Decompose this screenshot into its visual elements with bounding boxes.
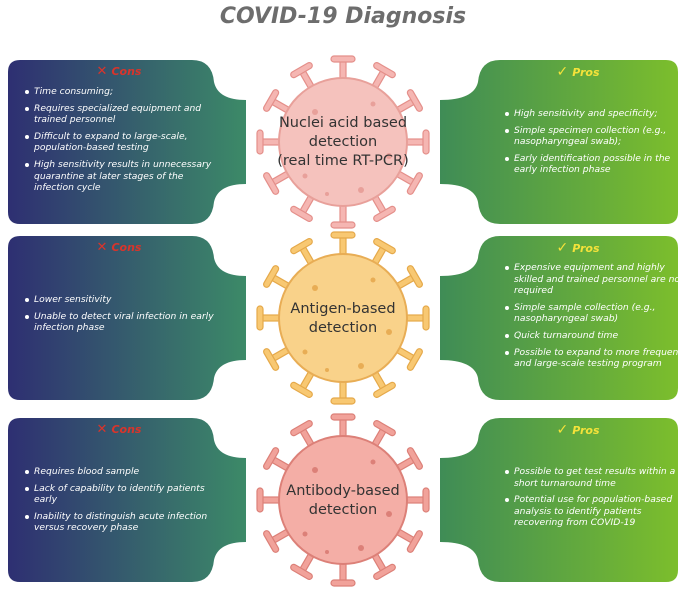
method-name-line: Antibody-based — [286, 483, 400, 499]
virus-icon — [256, 413, 430, 587]
cons-header: ✕Cons — [8, 64, 230, 79]
method-name-line: (real time RT-PCR) — [277, 153, 409, 169]
virus-spikes — [256, 55, 430, 229]
check-icon: ✓ — [556, 240, 569, 256]
pros-panel-shape — [440, 418, 678, 582]
diagram-title: COVID-19 Diagnosis — [219, 4, 467, 29]
pros-panel: ✓Pros High sensitivity and specificity; … — [478, 52, 678, 232]
pros-item: Possible to get test results within a sh… — [505, 466, 686, 489]
pros-label: Pros — [572, 66, 600, 79]
cons-list: Lower sensitivity Unable to detect viral… — [22, 294, 222, 339]
cons-item: Unable to detect viral infection in earl… — [25, 311, 222, 334]
row-background — [8, 418, 678, 582]
pros-item: High sensitivity and specificity; — [505, 108, 686, 120]
cons-panel: ✕Cons Requires blood sample Lack of capa… — [8, 410, 230, 590]
cons-panel-shape — [8, 418, 246, 582]
method-name: Nuclei acid based detection (real time R… — [263, 114, 423, 171]
pros-list: Possible to get test results within a sh… — [502, 466, 686, 534]
pros-list: High sensitivity and specificity; Simple… — [502, 108, 686, 181]
cons-item: Lack of capability to identify patients … — [25, 483, 222, 506]
pros-header: ✓Pros — [478, 240, 678, 256]
method-row-antibody: ✕Cons Requires blood sample Lack of capa… — [0, 410, 686, 590]
pros-header: ✓Pros — [478, 422, 678, 438]
virus-icon — [256, 231, 430, 405]
method-name: Antibody-based detection — [263, 482, 423, 520]
cons-list: Requires blood sample Lack of capability… — [22, 466, 222, 539]
cons-panel-shape — [8, 236, 246, 400]
pros-list: Expensive equipment and highly skilled a… — [502, 262, 686, 375]
cross-icon: ✕ — [96, 240, 108, 255]
method-name-line: detection — [308, 320, 378, 336]
pros-item: Early identification possible in the ear… — [505, 153, 686, 176]
pros-panel-shape — [440, 60, 678, 224]
pros-item: Quick turnaround time — [505, 330, 686, 342]
cons-item: Time consuming; — [25, 86, 222, 98]
virus-body — [278, 435, 408, 565]
pros-item: Simple sample collection (e.g., nasophar… — [505, 302, 686, 325]
pros-item: Potential use for population-based analy… — [505, 494, 686, 529]
method-row-nucleic-acid: ✕Cons Time consuming; Requires specializ… — [0, 52, 686, 232]
cons-panel: ✕Cons Time consuming; Requires specializ… — [8, 52, 230, 232]
cons-panel: ✕Cons Lower sensitivity Unable to detect… — [8, 228, 230, 408]
cons-item: Requires blood sample — [25, 466, 222, 478]
cons-item: Lower sensitivity — [25, 294, 222, 306]
cross-icon: ✕ — [96, 422, 108, 437]
cons-label: Cons — [111, 65, 142, 78]
method-name: Antigen-based detection — [263, 300, 423, 338]
cons-item: Difficult to expand to large-scale, popu… — [25, 131, 222, 154]
cons-label: Cons — [111, 423, 142, 436]
virus-body — [278, 253, 408, 383]
cross-icon: ✕ — [96, 64, 108, 79]
cons-header: ✕Cons — [8, 240, 230, 255]
pros-item: Possible to expand to more frequent and … — [505, 347, 686, 370]
pros-header: ✓Pros — [478, 64, 678, 80]
virus-spikes — [256, 413, 430, 587]
check-icon: ✓ — [556, 64, 569, 80]
cons-list: Time consuming; Requires specialized equ… — [22, 86, 222, 199]
virus-icon — [256, 55, 430, 229]
method-name-line: Antigen-based — [290, 301, 396, 317]
pros-item: Expensive equipment and highly skilled a… — [505, 262, 686, 297]
cons-label: Cons — [111, 241, 142, 254]
method-name-line: detection — [308, 134, 378, 150]
check-icon: ✓ — [556, 422, 569, 438]
row-background — [8, 60, 678, 224]
cons-header: ✕Cons — [8, 422, 230, 437]
method-name-line: detection — [308, 502, 378, 518]
cons-item: Requires specialized equipment and train… — [25, 103, 222, 126]
pros-panel: ✓Pros Possible to get test results withi… — [478, 410, 678, 590]
cons-item: Inability to distinguish acute infection… — [25, 511, 222, 534]
cons-panel-shape — [8, 60, 246, 224]
pros-label: Pros — [572, 424, 600, 437]
cons-item: High sensitivity results in unnecessary … — [25, 159, 222, 194]
method-name-line: Nuclei acid based — [278, 115, 408, 131]
method-row-antigen: ✕Cons Lower sensitivity Unable to detect… — [0, 228, 686, 408]
pros-label: Pros — [572, 242, 600, 255]
pros-panel: ✓Pros Expensive equipment and highly ski… — [478, 228, 684, 408]
virus-body — [278, 77, 408, 207]
row-background — [8, 236, 678, 400]
pros-panel-shape — [440, 236, 678, 400]
pros-item: Simple specimen collection (e.g., nasoph… — [505, 125, 686, 148]
